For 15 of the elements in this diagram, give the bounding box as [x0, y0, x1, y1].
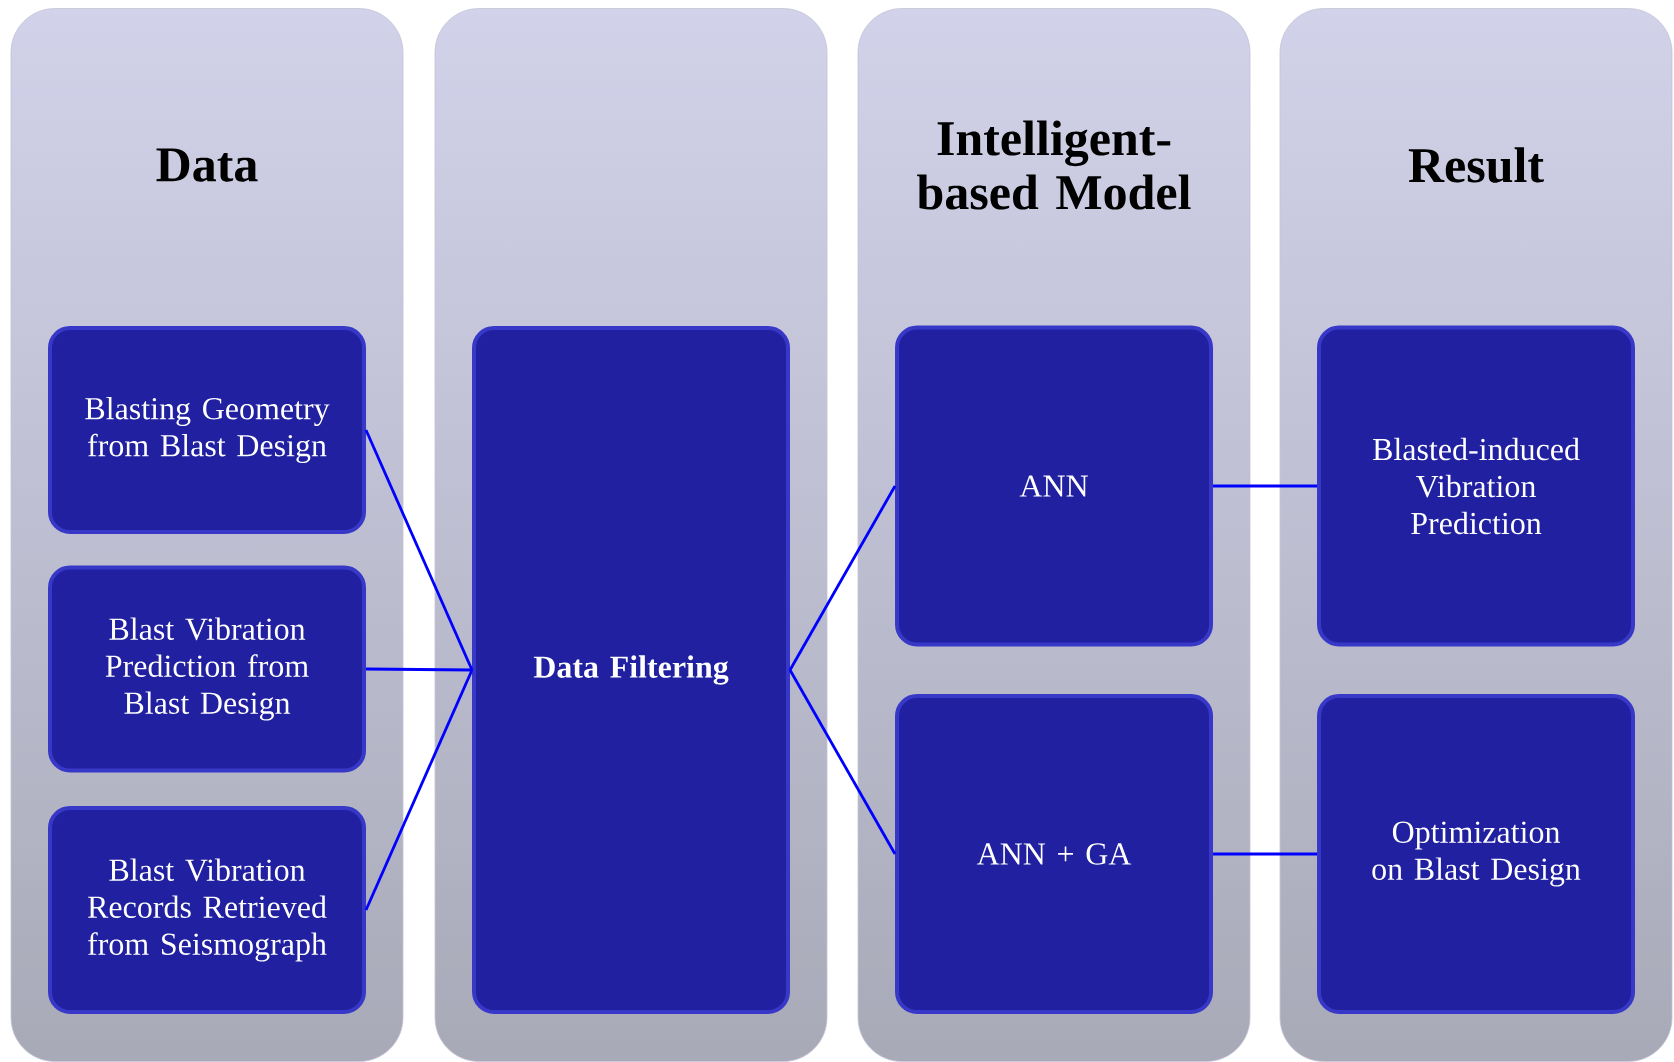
- process-box: Blasted-induced Vibration Prediction: [1317, 325, 1635, 647]
- connector-line: [364, 429, 474, 671]
- process-box: Optimization on Blast Design: [1317, 694, 1635, 1014]
- connector-line: [788, 669, 897, 855]
- connector-line: [366, 667, 472, 672]
- process-box: Blast Vibration Records Retrieved from Seismograph: [48, 806, 366, 1014]
- process-box: Data Filtering: [472, 326, 790, 1014]
- connector-line: [1213, 484, 1317, 488]
- connector-line: [788, 485, 897, 671]
- process-box: ANN: [895, 325, 1213, 647]
- connector-line: [364, 669, 474, 911]
- process-box: Blasting Geometry from Blast Design: [48, 326, 366, 534]
- process-box: ANN + GA: [895, 694, 1213, 1014]
- process-box: Blast Vibration Prediction from Blast Design: [48, 565, 366, 773]
- connector-line: [1213, 852, 1317, 856]
